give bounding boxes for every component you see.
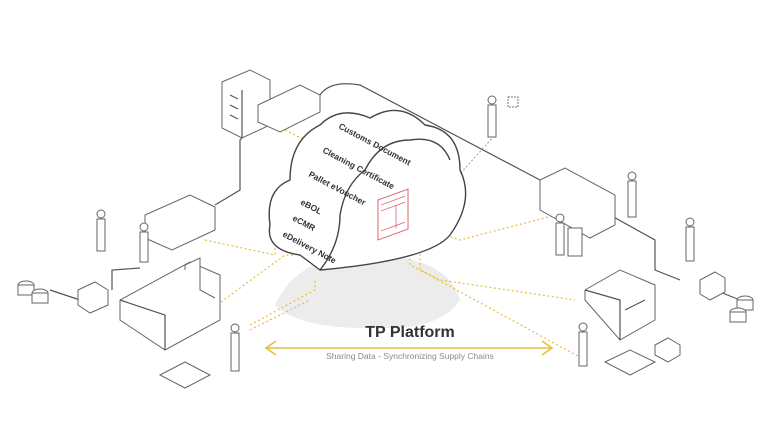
pallet-icon [603,349,657,376]
data-arrow [284,129,306,141]
flow-line-db-left [49,289,81,301]
document-icon [377,188,409,241]
database-icon-right [729,295,754,323]
data-arrow [249,280,316,326]
data-arrow [419,245,586,361]
person-icon [139,222,149,263]
data-arrow [209,240,296,311]
platform-subtitle: Sharing Data - Synchronizing Supply Chai… [326,351,494,361]
warehouse-icon [584,269,656,341]
person-icon [487,95,497,138]
truck-icon [144,194,216,251]
pallet-icon [158,361,212,389]
qr-code-icon [507,96,519,108]
platform-shadow [275,254,460,329]
flow-line-top [319,83,541,181]
cloud-platform: Customs Document Cleaning Certificate Pa… [268,109,467,271]
data-arrow [249,299,311,331]
flow-line-left [214,129,251,206]
flow-line-left-low [111,267,141,290]
factory-icon [119,257,221,351]
monitor-icon-left [77,281,109,314]
person-icon [627,171,637,218]
person-icon [578,322,588,367]
box-icon [654,337,681,363]
data-arrow [204,239,276,256]
person-icon [230,323,240,372]
sharing-arrow [264,340,554,356]
platform-title: TP Platform [365,324,455,341]
person-icon [96,209,106,252]
database-icon-left [17,280,49,304]
person-icon [555,213,583,257]
flow-line-right [609,214,681,281]
person-icon [685,217,695,262]
truck-icon [257,84,321,133]
monitor-icon-right [699,271,726,301]
flow-line-dotted-gray [449,134,496,186]
